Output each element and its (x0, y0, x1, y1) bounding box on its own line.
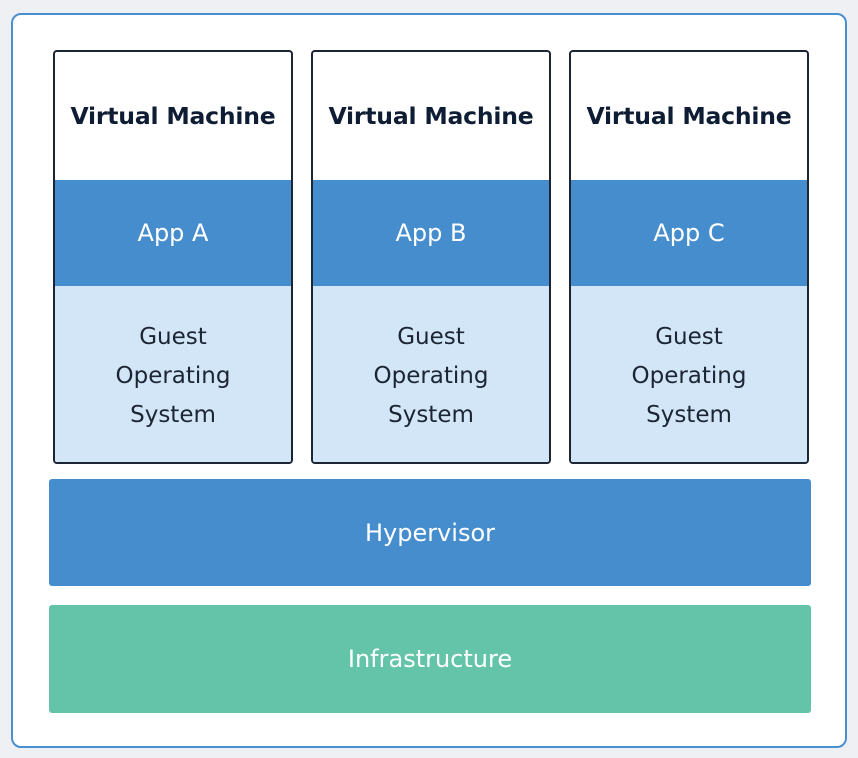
virtual-machine-b: Virtual Machine App B Guest Operating Sy… (311, 50, 551, 464)
guest-os-line: Guest (655, 324, 723, 350)
guest-os-line: System (388, 402, 474, 428)
guest-os-line: System (130, 402, 216, 428)
hypervisor-layer: Hypervisor (49, 479, 811, 586)
app-c-block: App C (571, 180, 807, 286)
vm-title: Virtual Machine (328, 102, 534, 130)
virtual-machine-a: Virtual Machine App A Guest Operating Sy… (53, 50, 293, 464)
guest-os-line: Operating (631, 363, 747, 389)
vm-title: Virtual Machine (70, 102, 276, 130)
guest-os-block: Guest Operating System (571, 286, 807, 462)
guest-os-line: Operating (115, 363, 231, 389)
guest-os-line: System (646, 402, 732, 428)
guest-os-block: Guest Operating System (55, 286, 291, 462)
virtual-machine-c: Virtual Machine App C Guest Operating Sy… (569, 50, 809, 464)
guest-os-block: Guest Operating System (313, 286, 549, 462)
guest-os-line: Operating (373, 363, 489, 389)
vm-title: Virtual Machine (586, 102, 792, 130)
infrastructure-layer: Infrastructure (49, 605, 811, 713)
guest-os-line: Guest (397, 324, 465, 350)
guest-os-line: Guest (139, 324, 207, 350)
app-b-block: App B (313, 180, 549, 286)
app-a-block: App A (55, 180, 291, 286)
